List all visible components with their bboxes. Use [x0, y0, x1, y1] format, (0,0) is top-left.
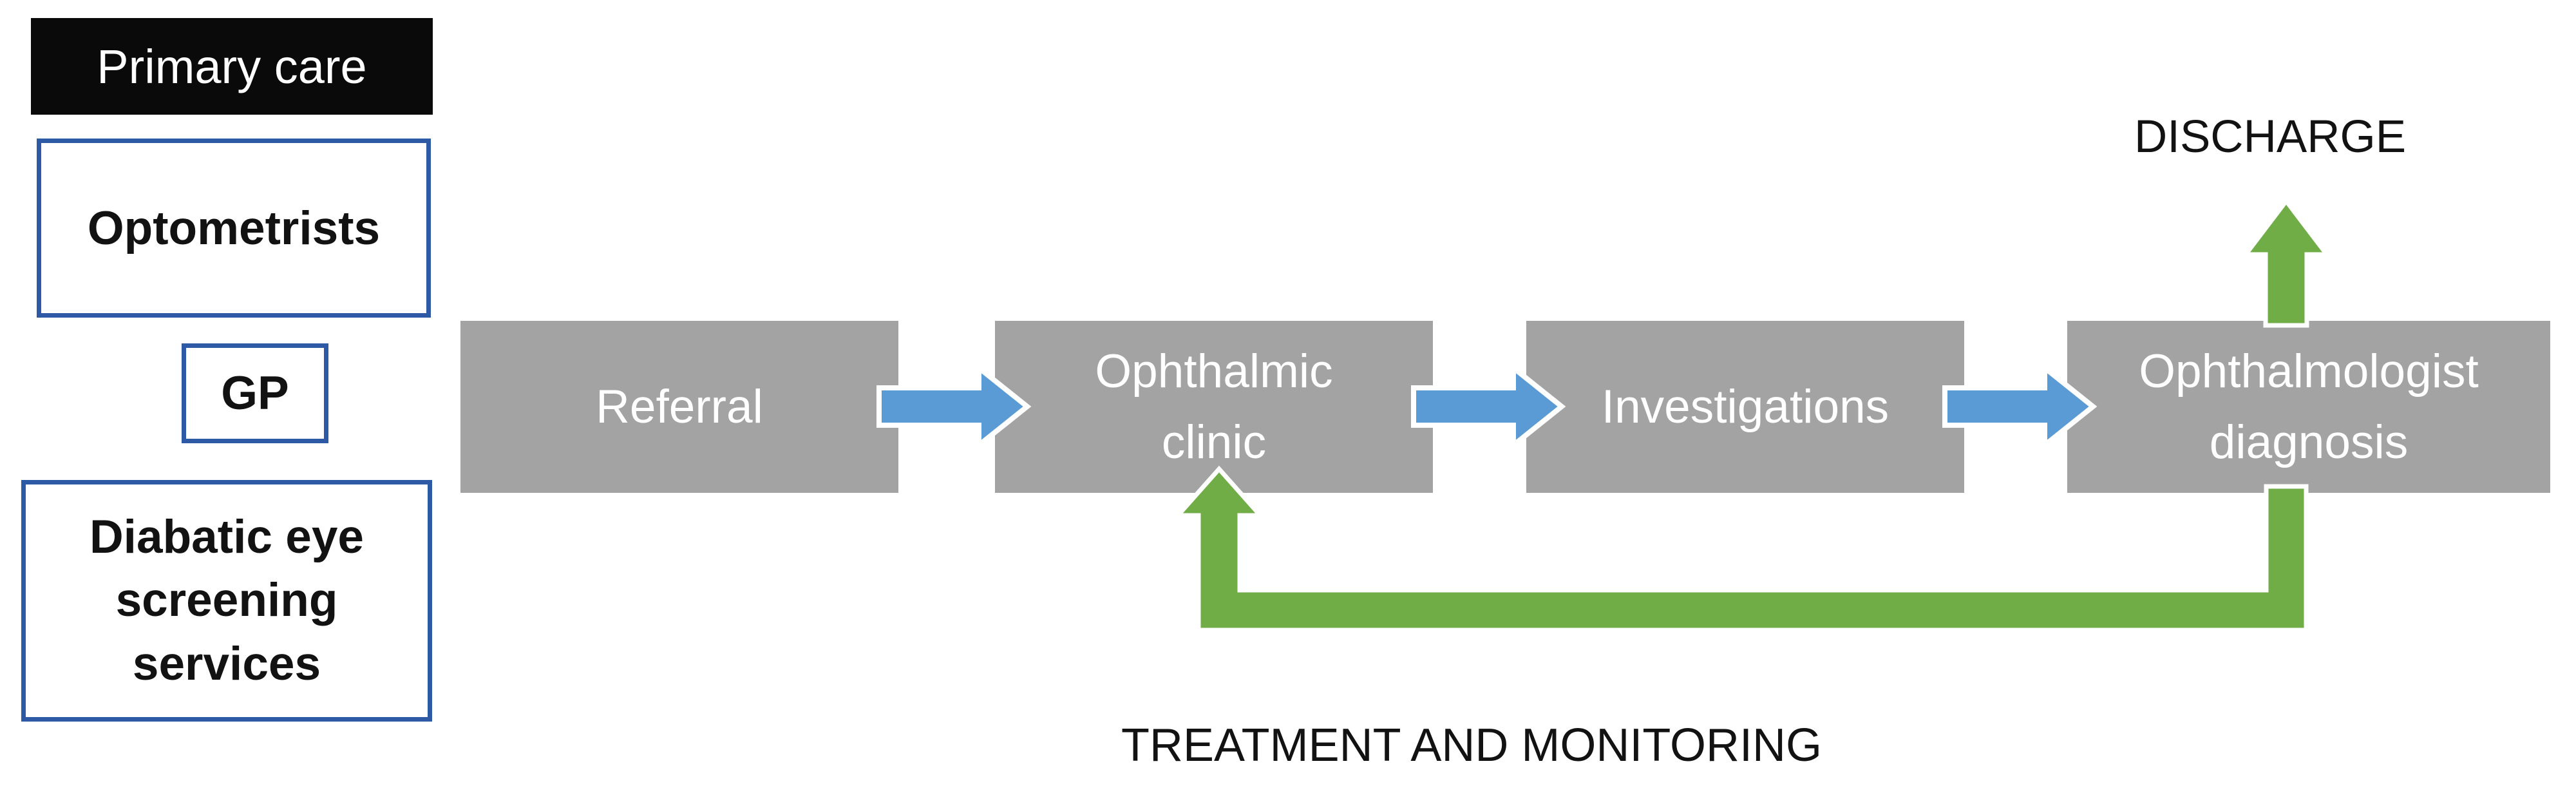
discharge-label: DISCHARGE	[2134, 111, 2407, 162]
treatment-loop-arrow-icon	[1173, 465, 2309, 633]
primary-care-label: Primary care	[97, 39, 367, 93]
ophthalmic-clinic-label: Ophthalmic clinic	[1095, 345, 1333, 468]
optometrists-box: Optometrists	[37, 139, 431, 318]
optometrists-label: Optometrists	[87, 202, 381, 254]
gp-box: GP	[182, 343, 328, 443]
referral-label: Referral	[596, 380, 763, 433]
treatment-monitoring-label: TREATMENT AND MONITORING	[1121, 720, 1823, 771]
investigations-label: Investigations	[1601, 380, 1889, 433]
primary-care-box: Primary care	[31, 18, 433, 115]
referral-box: Referral	[460, 321, 898, 493]
diabetic-eye-screening-label: Diabatic eye screening services	[89, 510, 365, 690]
gp-label: GP	[221, 367, 289, 419]
ophthalmologist-diagnosis-box: Ophthalmologist diagnosis	[2067, 321, 2550, 493]
ophthalmologist-diagnosis-label: Ophthalmologist diagnosis	[2139, 345, 2479, 468]
investigations-box: Investigations	[1526, 321, 1964, 493]
ophthalmic-clinic-box: Ophthalmic clinic	[995, 321, 1433, 493]
discharge-arrow-icon	[2240, 197, 2332, 328]
diabetic-eye-screening-box: Diabatic eye screening services	[21, 480, 432, 722]
